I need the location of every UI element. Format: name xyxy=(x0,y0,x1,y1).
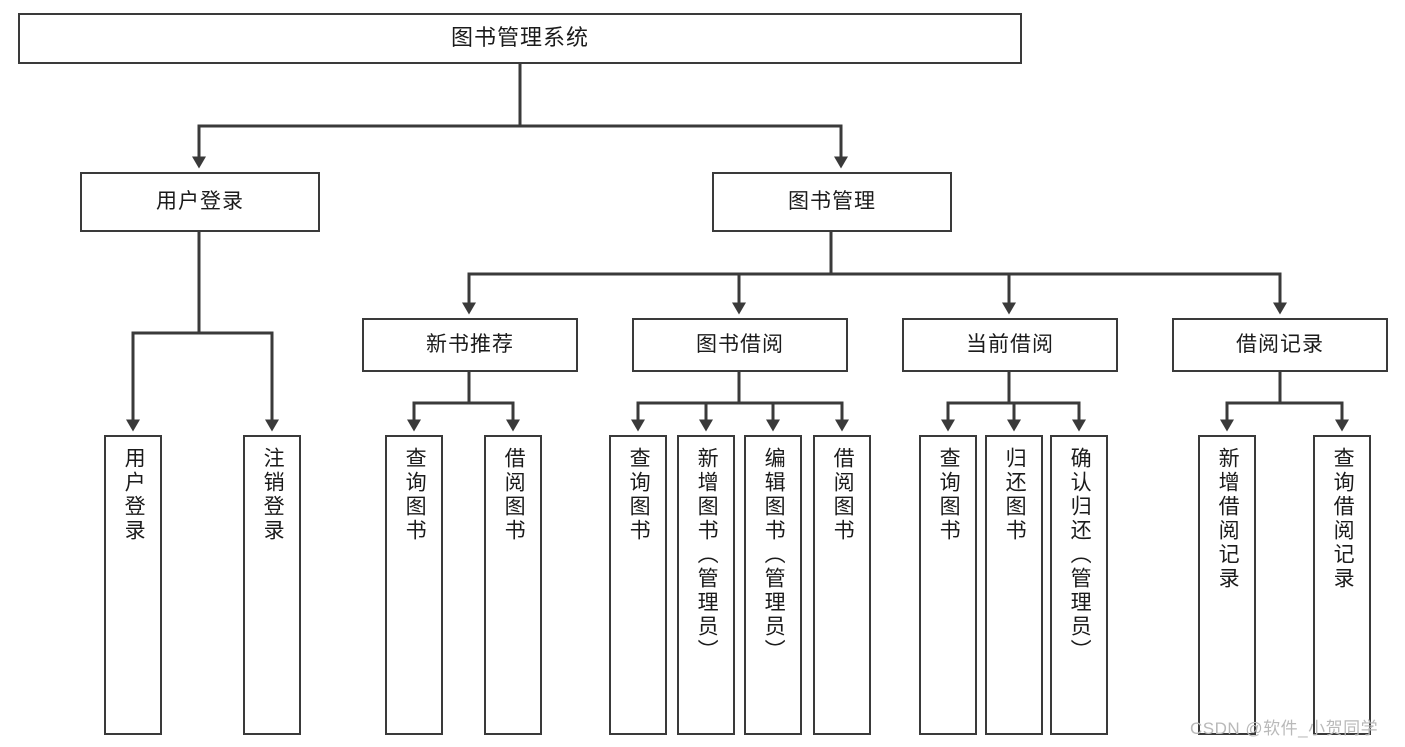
node-leaf-borrow-book-1[interactable]: 借阅图书 xyxy=(484,435,542,735)
node-borrow-record[interactable]: 借阅记录 xyxy=(1172,318,1388,372)
node-label: 查询图书 xyxy=(627,447,651,543)
node-book-borrow[interactable]: 图书借阅 xyxy=(632,318,848,372)
node-label: 用户登录 xyxy=(122,447,146,543)
node-label: 编辑图书（管理员） xyxy=(762,447,786,663)
node-leaf-query-book-2[interactable]: 查询图书 xyxy=(609,435,667,735)
node-label: 查询图书 xyxy=(403,447,427,543)
node-label: 查询借阅记录 xyxy=(1331,447,1355,591)
node-label: 当前借阅 xyxy=(966,333,1054,357)
node-label: 借阅图书 xyxy=(502,447,526,543)
node-label: 归还图书 xyxy=(1003,447,1027,543)
node-user-login[interactable]: 用户登录 xyxy=(80,172,320,232)
node-label: 新增借阅记录 xyxy=(1216,447,1240,591)
node-current-borrow[interactable]: 当前借阅 xyxy=(902,318,1118,372)
node-leaf-edit-book[interactable]: 编辑图书（管理员） xyxy=(744,435,802,735)
node-label: 用户登录 xyxy=(156,190,244,214)
node-label: 借阅图书 xyxy=(831,447,855,543)
node-label: 图书借阅 xyxy=(696,333,784,357)
node-leaf-query-record[interactable]: 查询借阅记录 xyxy=(1313,435,1371,735)
watermark-text: CSDN @软件_小贺同学 xyxy=(1190,719,1379,738)
node-book-management[interactable]: 图书管理 xyxy=(712,172,952,232)
node-label: 图书管理系统 xyxy=(450,25,589,51)
node-leaf-query-book-3[interactable]: 查询图书 xyxy=(919,435,977,735)
node-leaf-user-login[interactable]: 用户登录 xyxy=(104,435,162,735)
node-label: 查询图书 xyxy=(937,447,961,543)
node-label: 新书推荐 xyxy=(426,333,514,357)
node-leaf-add-record[interactable]: 新增借阅记录 xyxy=(1198,435,1256,735)
node-leaf-borrow-book-2[interactable]: 借阅图书 xyxy=(813,435,871,735)
node-label: 注销登录 xyxy=(261,447,285,543)
node-leaf-return-book[interactable]: 归还图书 xyxy=(985,435,1043,735)
node-leaf-confirm-return[interactable]: 确认归还（管理员） xyxy=(1050,435,1108,735)
node-label: 借阅记录 xyxy=(1236,333,1324,357)
node-label: 新增图书（管理员） xyxy=(695,447,719,663)
node-new-book-recommend[interactable]: 新书推荐 xyxy=(362,318,578,372)
node-leaf-query-book-1[interactable]: 查询图书 xyxy=(385,435,443,735)
node-leaf-logout-login[interactable]: 注销登录 xyxy=(243,435,301,735)
node-label: 确认归还（管理员） xyxy=(1068,447,1092,663)
node-root-system[interactable]: 图书管理系统 xyxy=(18,13,1022,64)
node-leaf-add-book[interactable]: 新增图书（管理员） xyxy=(677,435,735,735)
node-label: 图书管理 xyxy=(788,190,876,214)
